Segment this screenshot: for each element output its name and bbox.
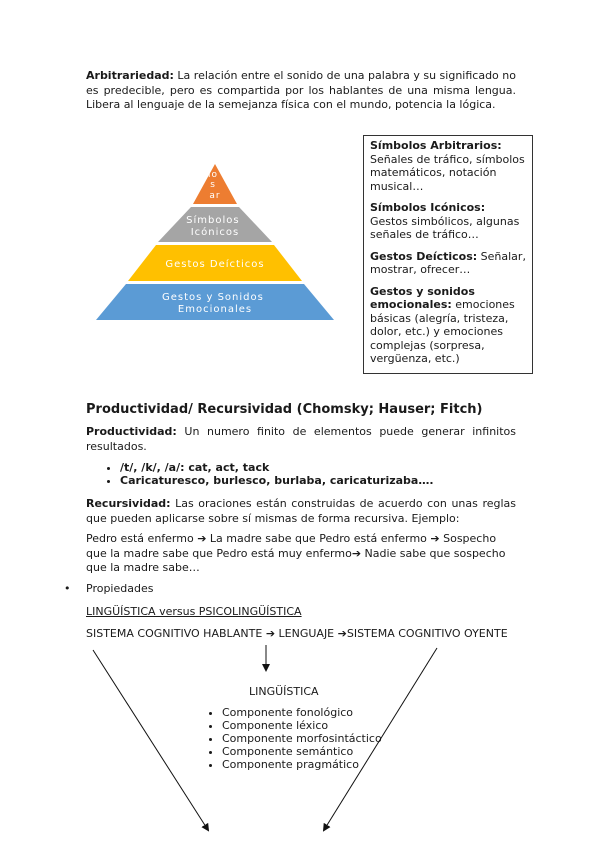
pyramid-diagram: lo s ar Símbolos Icónicos Gestos Deíctic… (96, 164, 334, 320)
pyramid-level-iconic (158, 207, 272, 242)
symbols-box-item: Símbolos Arbitrarios: Señales de tráfico… (370, 139, 525, 193)
right-diagonal-arrow (322, 647, 438, 832)
pyramid-level-deictic (128, 245, 302, 281)
componentes-list: Componente fonológico Componente léxico … (202, 706, 382, 771)
pyramid-top-line: s (210, 180, 216, 190)
arbitrariedad-label: Arbitrariedad: (86, 69, 174, 82)
list-item: Componente semántico (222, 745, 382, 758)
pyramid-emotional-line: Gestos y Sonidos (162, 292, 264, 303)
pyramid-top-line: ar (209, 191, 220, 201)
ling-vs-psico-heading: LINGÜÍSTICA versus PSICOLINGÜÍSTICA (86, 605, 302, 618)
linguistica-label: LINGÜÍSTICA (249, 685, 319, 698)
arbitrariedad-paragraph: Arbitrariedad: La relación entre el soni… (86, 69, 516, 113)
pyramid-deictic-label: Gestos Deícticos (165, 258, 264, 270)
pyramid-top-line: lo (208, 170, 218, 180)
list-item: Componente léxico (222, 719, 382, 732)
symbols-box: Símbolos Arbitrarios: Señales de tráfico… (363, 135, 533, 374)
symbols-box-item: Gestos Deícticos: Señalar, mostrar, ofre… (370, 249, 526, 277)
productividad-paragraph: Productividad: Un numero finito de eleme… (86, 425, 516, 453)
propiedades-label: Propiedades (86, 582, 154, 595)
pyramid-level-top (193, 164, 237, 204)
pyramid-level-emotional (96, 284, 334, 320)
list-item: Componente morfosintáctico (222, 732, 382, 745)
symbols-box-item: Símbolos Icónicos: Gestos simbólicos, al… (370, 201, 520, 241)
pyramid-iconic-line: Icónicos (191, 226, 240, 238)
pyramid-emotional-line: Emocionales (178, 304, 252, 315)
productividad-bullets: /t/, /k/, /a/: cat, act, tack Caricature… (100, 461, 434, 487)
left-diagonal-arrow (92, 649, 210, 832)
recursividad-paragraph: Recursividad: Las oraciones están constr… (86, 497, 516, 525)
list-item: Caricaturesco, burlesco, burlaba, carica… (120, 474, 434, 487)
productividad-heading: Productividad/ Recursividad (Chomsky; Ha… (86, 402, 483, 417)
pyramid-iconic-line: Símbolos (186, 214, 239, 226)
propiedades-bullet: • (64, 582, 71, 595)
arbitrariedad-text: La relación entre el sonido de una palab… (86, 69, 516, 111)
list-item: Componente pragmático (222, 758, 382, 771)
svg-text:Símbolos Icónicos: Símbolos Icónicos (186, 214, 244, 238)
sistema-line: SISTEMA COGNITIVO HABLANTE ➔ LENGUAJE ➔S… (86, 627, 508, 640)
recursion-example: Pedro está enfermo ➔ La madre sabe que P… (86, 532, 506, 574)
svg-text:lo s ar: lo s ar (208, 170, 222, 201)
symbols-box-item: Gestos y sonidos emocionales: emociones … (370, 284, 515, 366)
list-item: Componente fonológico (222, 706, 382, 719)
svg-text:Gestos y Sonidos Emocional: Gestos y Sonidos Emocionales (162, 292, 268, 315)
list-item: /t/, /k/, /a/: cat, act, tack (120, 461, 434, 474)
